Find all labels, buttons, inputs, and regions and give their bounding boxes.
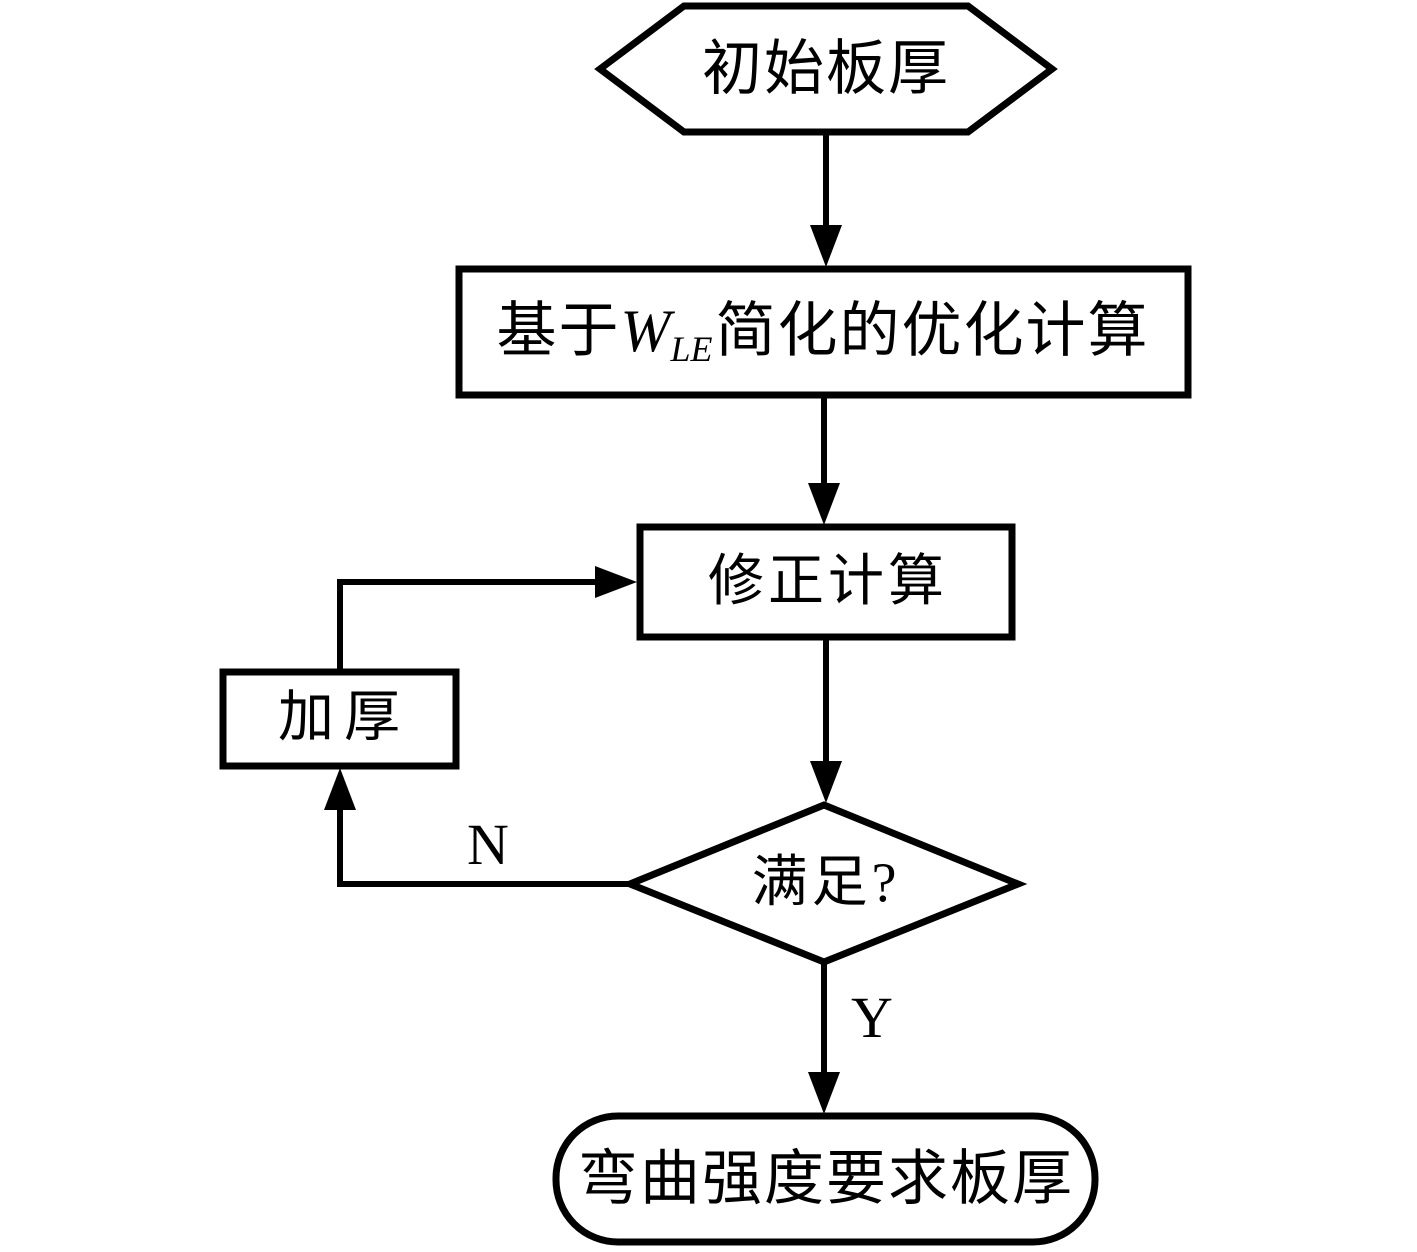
edge-label-no: N [467, 812, 509, 877]
thicken-box-shape [219, 668, 460, 770]
revise-box-shape [636, 523, 1016, 641]
edge-thicken-to-revise [337, 579, 600, 672]
optimize-node-label: 基于WLE简化的优化计算 [496, 298, 1150, 367]
optimize-box-shape [455, 265, 1192, 399]
end-rounded-shape [552, 1112, 1099, 1246]
arrowhead-down-revise-icon [808, 483, 840, 525]
arrowhead-down-decision-icon [810, 761, 842, 803]
optimize-label-prefix: 基于 [496, 298, 621, 364]
revise-node-label: 修正计算 [708, 551, 948, 613]
thicken-node-label: 加厚 [278, 687, 410, 749]
arrowhead-down-optimize-icon [810, 225, 842, 267]
decision-diamond-shape [620, 801, 1028, 966]
edge-label-yes: Y [851, 985, 893, 1050]
arrowhead-up-thicken-icon [324, 768, 356, 810]
arrowhead-down-end-icon [808, 1072, 840, 1114]
edge-decision-to-thicken [337, 806, 630, 887]
arrowhead-right-revise-icon [595, 566, 637, 598]
optimize-label-suffix: 简化的优化计算 [715, 298, 1150, 364]
formula-le-subscript: LE [670, 329, 713, 370]
start-hexagon-shape [594, 2, 1058, 136]
start-node-label: 初始板厚 [702, 36, 950, 102]
decision-node-label: 满足? [751, 852, 901, 914]
end-node-label: 弯曲强度要求板厚 [578, 1146, 1074, 1212]
formula-w-variable: W [620, 298, 671, 364]
